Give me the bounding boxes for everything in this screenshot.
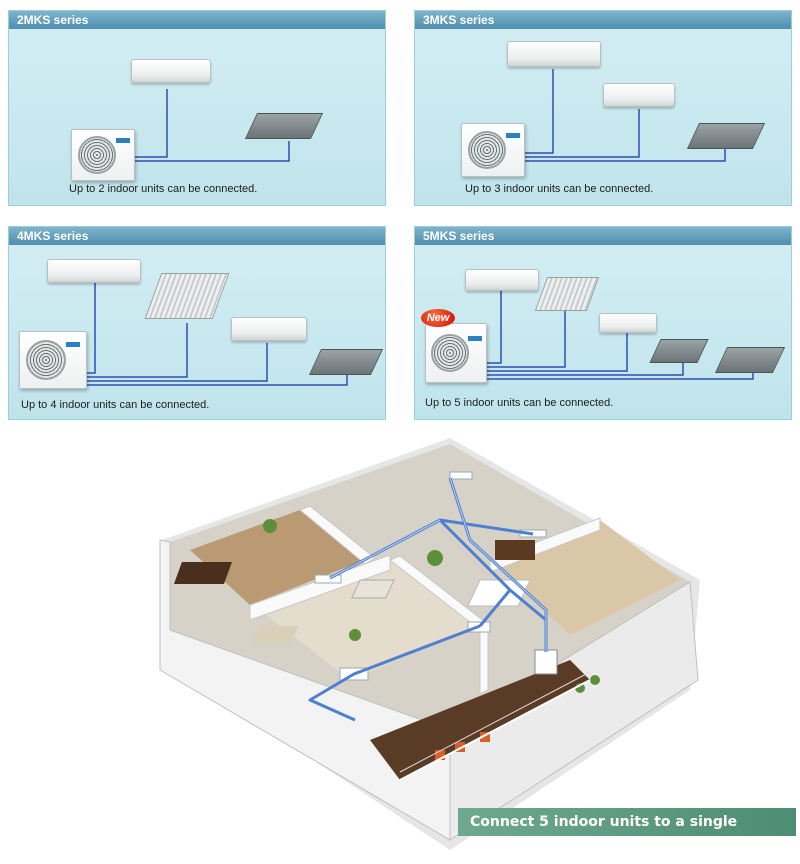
duct-unit bbox=[714, 347, 786, 373]
wall-mounted-unit bbox=[47, 259, 141, 283]
panel-3mks-caption: Up to 3 indoor units can be connected. bbox=[465, 183, 654, 195]
panel-4mks-caption: Up to 4 indoor units can be connected. bbox=[21, 399, 210, 411]
wall-mounted-unit bbox=[231, 317, 307, 341]
wall-mounted-unit bbox=[131, 59, 211, 83]
panel-2mks-title: 2MKS series bbox=[9, 11, 385, 29]
panel-2mks-caption: Up to 2 indoor units can be connected. bbox=[69, 183, 258, 195]
wall-mounted-unit bbox=[603, 83, 675, 107]
duct-unit bbox=[308, 349, 384, 375]
wiring-lines bbox=[131, 89, 290, 162]
wiring-lines bbox=[523, 69, 726, 162]
outdoor-unit bbox=[425, 323, 487, 383]
panel-4mks: 4MKS series Up to 4 indoor units can be … bbox=[8, 226, 386, 420]
house-cutaway-illustration bbox=[159, 438, 700, 850]
duct-unit bbox=[244, 113, 324, 139]
new-badge: New bbox=[421, 309, 455, 327]
wall-mounted-unit bbox=[599, 313, 657, 333]
outdoor-unit bbox=[71, 129, 135, 181]
panel-4mks-title: 4MKS series bbox=[9, 227, 385, 245]
wall-mounted-unit bbox=[465, 269, 539, 291]
outdoor-unit bbox=[19, 331, 87, 389]
duct-unit bbox=[686, 123, 766, 149]
banner-caption: Connect 5 indoor units to a single outdo… bbox=[458, 808, 796, 858]
panel-3mks: 3MKS series Up to 3 indoor units can be … bbox=[414, 10, 792, 206]
panel-5mks-title: 5MKS series bbox=[415, 227, 791, 245]
wiring-lines bbox=[485, 289, 754, 380]
wiring-lines bbox=[83, 283, 348, 386]
outdoor-unit bbox=[461, 123, 525, 177]
panel-5mks-caption: Up to 5 indoor units can be connected. bbox=[425, 397, 614, 409]
panel-2mks: 2MKS series Up to 2 indoor units can be … bbox=[8, 10, 386, 206]
wall-mounted-unit bbox=[507, 41, 601, 67]
panel-3mks-title: 3MKS series bbox=[415, 11, 791, 29]
panel-5mks: 5MKS series New Up to 5 indoor units can… bbox=[414, 226, 792, 420]
